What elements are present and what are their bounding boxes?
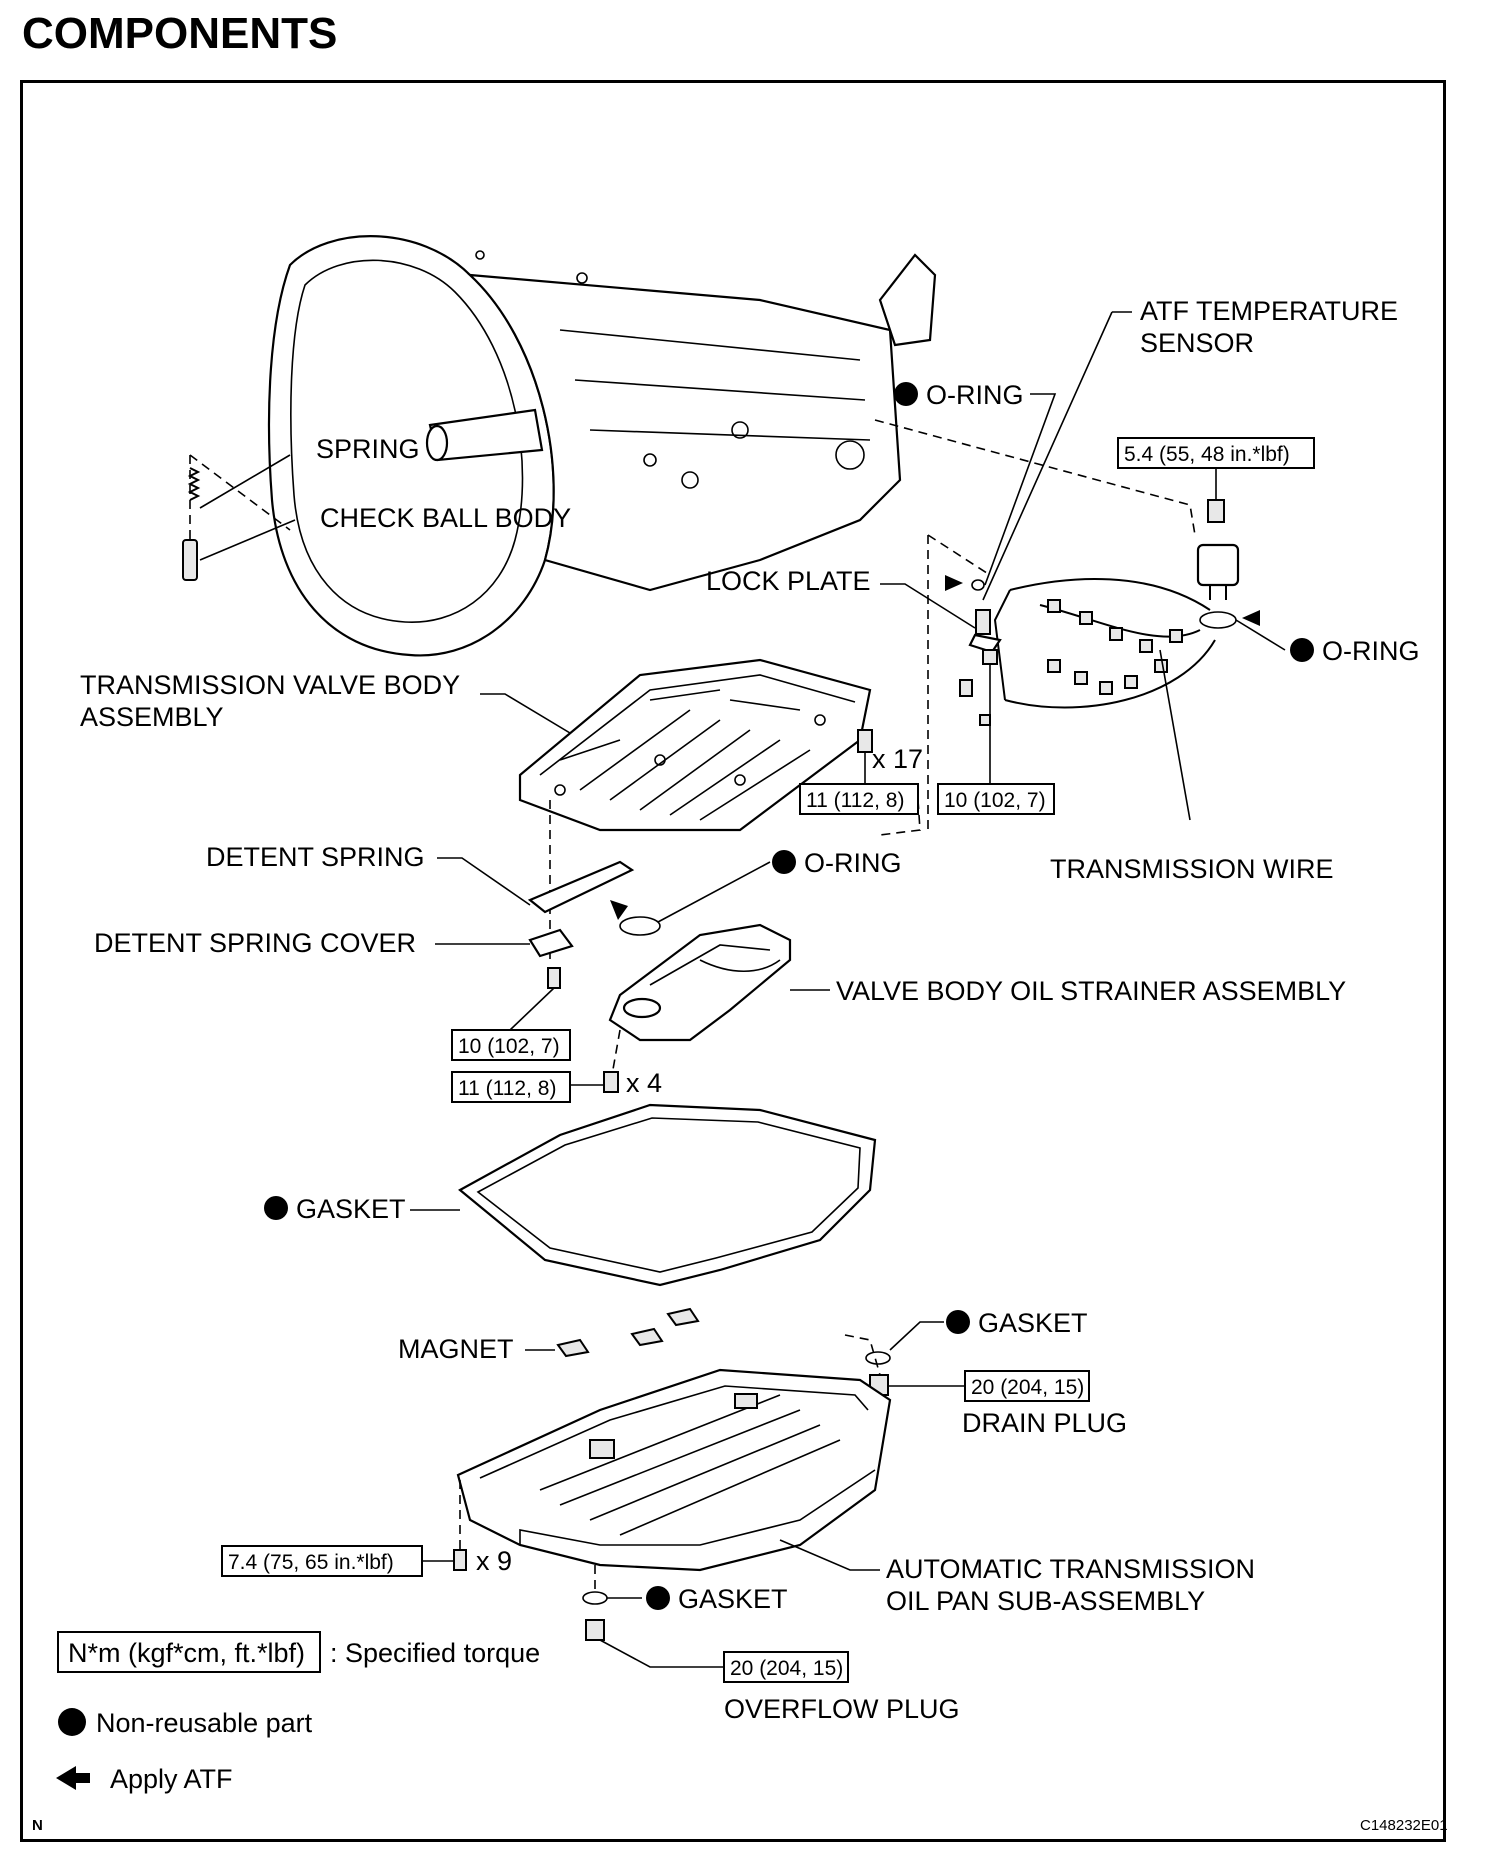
automatic-transmission-oil-pan bbox=[456, 1368, 892, 1572]
valve-body-bolt bbox=[857, 729, 873, 753]
detent-spring-cover-label: DETENT SPRING COVER bbox=[94, 928, 416, 958]
drain-plug-torque-box bbox=[964, 1370, 1090, 1402]
detent-cover-bolt bbox=[547, 967, 561, 989]
o-ring-top-leader bbox=[984, 393, 1057, 586]
drain-gasket-part bbox=[865, 1351, 891, 1365]
legend-torque-text: : Specified torque bbox=[330, 1638, 540, 1668]
overflow-plug-torque: 20 (204, 15) bbox=[730, 1657, 843, 1680]
detent-spring-cover-part bbox=[528, 928, 574, 958]
apply-atf-arrow bbox=[610, 900, 628, 920]
valve-body-label-line1: TRANSMISSION VALVE BODY bbox=[80, 670, 460, 700]
detent-spring-leader bbox=[437, 857, 531, 906]
lock-plate-bolt bbox=[982, 649, 998, 665]
lock-plate-label: LOCK PLATE bbox=[706, 566, 871, 596]
non-reusable-mark bbox=[946, 1310, 970, 1334]
transmission-valve-body-assembly bbox=[518, 658, 872, 832]
sensor-bolt bbox=[1207, 499, 1225, 523]
oil-pan-torque: 7.4 (75, 65 in.*lbf) bbox=[228, 1551, 394, 1574]
legend-apply-atf-arrow-icon bbox=[56, 1766, 90, 1790]
temperature-sensor-connector bbox=[1196, 543, 1240, 600]
strainer-torque-box bbox=[451, 1071, 571, 1103]
atf-temperature-label-line1: ATF TEMPERATURE bbox=[1140, 296, 1398, 326]
legend-torque-box-text: N*m (kgf*cm, ft.*lbf) bbox=[68, 1638, 305, 1668]
gasket-main-label: GASKET bbox=[296, 1194, 406, 1224]
detent-torque-box bbox=[451, 1029, 571, 1061]
footer-north-mark: N bbox=[32, 1817, 43, 1834]
lock-plate-torque-box bbox=[937, 783, 1055, 815]
detent-torque: 10 (102, 7) bbox=[458, 1035, 560, 1058]
valve-body-bolt-qty: x 17 bbox=[872, 744, 923, 774]
legend-non-reusable-icon bbox=[58, 1708, 86, 1736]
strainer-label: VALVE BODY OIL STRAINER ASSEMBLY bbox=[836, 976, 1346, 1006]
spring-part bbox=[187, 467, 201, 501]
legend-nonreusable-text: Non-reusable part bbox=[96, 1708, 313, 1738]
non-reusable-mark bbox=[772, 850, 796, 874]
overflow-plug-part bbox=[585, 1619, 605, 1641]
legend-torque-box bbox=[57, 1631, 321, 1673]
valve-body-torque-box bbox=[799, 783, 919, 815]
drain-plug-torque: 20 (204, 15) bbox=[971, 1376, 1084, 1399]
strainer-bolt-qty: x 4 bbox=[626, 1068, 662, 1098]
transmission-wire-leader bbox=[1159, 649, 1191, 821]
oil-pan-label-line2: OIL PAN SUB-ASSEMBLY bbox=[886, 1586, 1205, 1616]
gasket-drain-label: GASKET bbox=[978, 1308, 1088, 1338]
valve-body-label-line2: ASSEMBLY bbox=[80, 702, 224, 732]
oil-pan-label-line1: AUTOMATIC TRANSMISSION bbox=[886, 1554, 1255, 1584]
apply-atf-arrow bbox=[1242, 610, 1260, 626]
overflow-gasket-part bbox=[582, 1591, 608, 1605]
non-reusable-mark bbox=[1290, 638, 1314, 662]
o-ring-strainer bbox=[619, 916, 661, 936]
valve-body-torque: 11 (112, 8) bbox=[806, 789, 904, 812]
valve-body-oil-strainer-assembly bbox=[608, 923, 792, 1042]
detent-spring-part bbox=[527, 860, 635, 914]
strainer-torque: 11 (112, 8) bbox=[458, 1077, 556, 1100]
overflow-plug-label: OVERFLOW PLUG bbox=[724, 1694, 960, 1724]
oil-pan-bolt bbox=[453, 1549, 467, 1571]
oil-pan-torque-box bbox=[221, 1545, 423, 1577]
non-reusable-mark bbox=[646, 1586, 670, 1610]
overflow-plug-torque-box bbox=[723, 1651, 849, 1683]
oil-pan-bolt-qty: x 9 bbox=[476, 1546, 512, 1576]
magnet-label: MAGNET bbox=[398, 1334, 514, 1364]
diagram-frame bbox=[20, 80, 1446, 1842]
spring-label: SPRING bbox=[316, 434, 420, 464]
legend-apply-atf-text: Apply ATF bbox=[110, 1764, 233, 1794]
sensor-bolt-torque: 5.4 (55, 48 in.*lbf) bbox=[1124, 443, 1290, 466]
transmission-wire-label: TRANSMISSION WIRE bbox=[1050, 854, 1334, 884]
check-ball-leader bbox=[199, 519, 296, 561]
detent-spring-label: DETENT SPRING bbox=[206, 842, 425, 872]
non-reusable-mark bbox=[264, 1196, 288, 1220]
transmission-wire bbox=[959, 578, 1216, 726]
lock-plate-leader bbox=[880, 583, 976, 629]
atf-temperature-label-line2: SENSOR bbox=[1140, 328, 1254, 358]
check-ball-body-label: CHECK BALL BODY bbox=[320, 503, 571, 533]
o-ring-top-label: O-RING bbox=[926, 380, 1024, 410]
apply-atf-arrow bbox=[945, 575, 963, 591]
o-ring-small bbox=[971, 579, 985, 591]
spring-leader bbox=[199, 454, 291, 509]
magnets bbox=[556, 1307, 700, 1358]
figure-code: C148232E01 bbox=[1360, 1817, 1448, 1834]
o-ring-right-label: O-RING bbox=[1322, 636, 1420, 666]
non-reusable-mark bbox=[894, 382, 918, 406]
gasket-overflow-label: GASKET bbox=[678, 1584, 788, 1614]
atf-sensor-leader bbox=[982, 311, 1132, 601]
o-ring-mid-label: O-RING bbox=[804, 848, 902, 878]
transmission-case bbox=[267, 235, 937, 657]
valve-body-leader bbox=[480, 693, 591, 746]
lock-plate-torque: 10 (102, 7) bbox=[944, 789, 1046, 812]
strainer-bolt bbox=[603, 1071, 619, 1093]
check-ball-body-part bbox=[182, 539, 198, 581]
o-ring-sensor bbox=[1199, 611, 1237, 629]
page-title: COMPONENTS bbox=[22, 9, 338, 58]
oil-pan-gasket bbox=[458, 1103, 877, 1287]
oil-pan-leader bbox=[779, 1539, 880, 1571]
drain-plug-label: DRAIN PLUG bbox=[962, 1408, 1127, 1438]
